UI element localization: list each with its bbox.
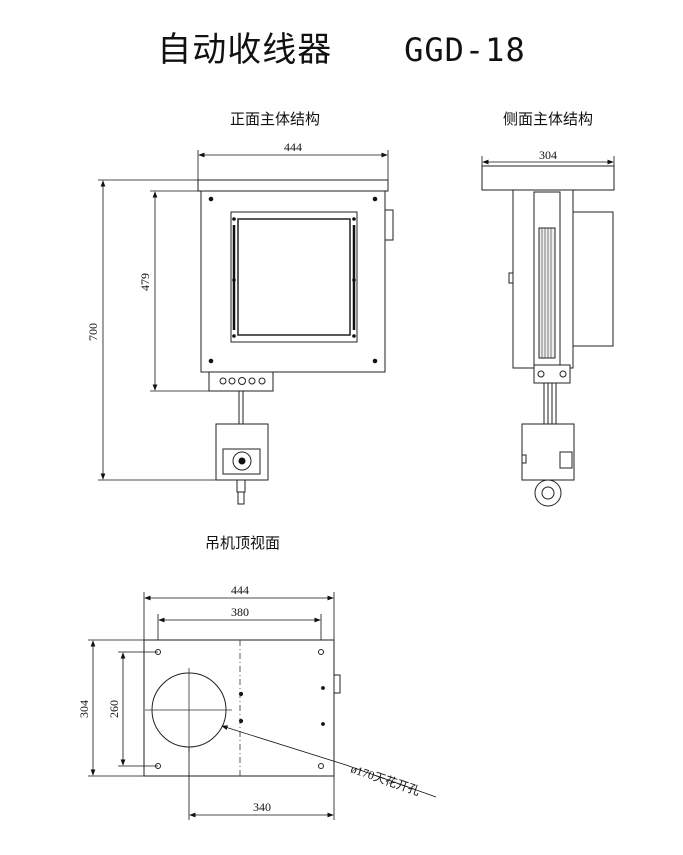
drawing-title: 自动收线器 GGD-18 <box>0 22 683 71</box>
front-total-height-dim: 700 <box>86 323 100 341</box>
side-lid <box>481 165 615 191</box>
side-view: 304 <box>481 148 615 507</box>
front-lid <box>197 179 389 192</box>
model-number: GGD-18 <box>404 31 526 69</box>
product-name: 自动收线器 <box>157 30 333 70</box>
top-hole-depth-dim: 260 <box>107 700 121 718</box>
top-width-dim: 444 <box>231 583 249 597</box>
side-width-dim: 304 <box>539 148 557 162</box>
front-view-label: 正面主体结构 <box>230 110 321 128</box>
ceiling-hole-note: ø170天花开孔 <box>349 761 422 799</box>
top-depth-dim: 304 <box>77 700 91 718</box>
top-offset-dim: 340 <box>253 800 271 814</box>
side-view-label: 侧面主体结构 <box>503 110 594 128</box>
front-view: 444 <box>86 140 394 505</box>
top-hole-spacing-dim: 380 <box>231 605 249 619</box>
side-back-plate <box>572 211 614 347</box>
front-upper-height-dim: 479 <box>138 273 152 291</box>
top-view: 444 380 304 260 <box>77 583 437 820</box>
top-view-label: 吊机顶视面 <box>205 534 281 552</box>
front-width-dim: 444 <box>284 140 302 154</box>
front-window <box>237 218 351 336</box>
